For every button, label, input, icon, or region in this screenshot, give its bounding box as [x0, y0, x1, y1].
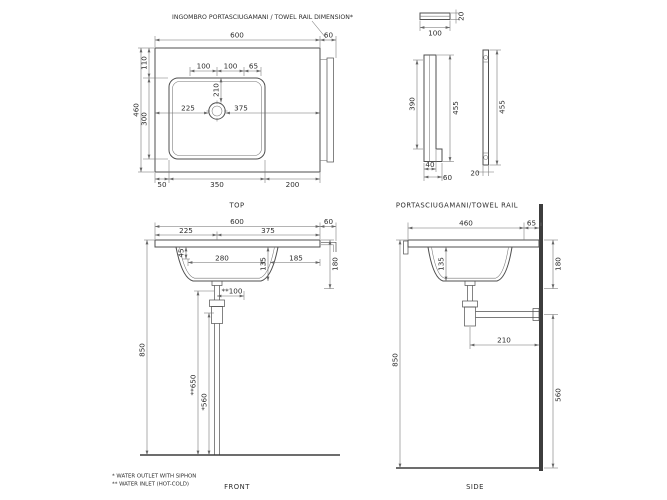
- front-trap-body: [211, 306, 223, 324]
- footnote-water-inlet: ** WATER INLET (HOT-COLD): [112, 482, 189, 488]
- towel-rail-view-label: PORTASCIUGAMANI/TOWEL RAIL: [396, 202, 518, 210]
- dim-top-basin-width: 350: [210, 180, 224, 189]
- dim-top-hole-right: 375: [234, 104, 248, 113]
- header-note: INGOMBRO PORTASCIUGAMANI / TOWEL RAIL DI…: [172, 14, 353, 21]
- dim-rail-height: 455: [498, 100, 507, 114]
- faucet-hole: [208, 102, 226, 120]
- dim-rail-width: 100: [428, 29, 442, 38]
- dim-top-back-edge: 110: [140, 56, 149, 70]
- dim-top-overall-depth: 460: [132, 103, 141, 117]
- front-drain-pipe: [214, 323, 220, 455]
- dim-top-hole-left: 225: [181, 104, 195, 113]
- dim-side-trap-to-wall: 210: [497, 336, 511, 345]
- front-drain-flange: [211, 280, 223, 286]
- side-wall-flange: [532, 308, 540, 321]
- dim-front-inlet-offset: **100: [222, 287, 243, 296]
- top-view-label: TOP: [228, 202, 244, 210]
- dim-front-drain-right: 375: [261, 226, 275, 235]
- side-trap-body: [464, 306, 476, 327]
- side-view: 460 65 135 180 210 850 560 SIDE: [391, 204, 563, 491]
- dim-front-drain-left: 225: [179, 226, 193, 235]
- rail-screw-bottom: [483, 155, 488, 160]
- dim-side-floor-height: 850: [391, 353, 400, 367]
- front-countertop: [154, 239, 321, 248]
- front-witness-lines: [144, 222, 337, 314]
- dim-side-overall-depth: 460: [459, 219, 473, 228]
- faucet-hole-inner: [211, 105, 223, 117]
- dim-front-side-height: 180: [331, 257, 340, 271]
- side-outlet-pipe: [475, 311, 539, 318]
- wall-section: [539, 204, 543, 471]
- side-rail-end: [403, 240, 409, 255]
- dim-front-inlet-height: **650: [189, 374, 198, 395]
- top-view: 600 60 460 110 300 50 350 200 100 100 65…: [132, 31, 337, 210]
- dim-front-bowl-depth: 135: [259, 257, 268, 271]
- top-view-dimension-lines: [139, 38, 336, 181]
- dim-bracket-height: 455: [451, 101, 460, 115]
- dim-front-overall-width: 600: [230, 217, 244, 226]
- basin-inner-rim: [172, 81, 262, 156]
- side-view-label: SIDE: [466, 483, 484, 491]
- front-trap-nut: [209, 299, 225, 307]
- dim-top-offset-right: 200: [286, 180, 300, 189]
- faucet-hole-crosshair: [206, 100, 228, 122]
- side-bowl-inner: [431, 246, 509, 279]
- rail-dimension-lines: [415, 26, 499, 179]
- dim-front-floor-height: 850: [138, 343, 147, 357]
- front-view: 600 60 225 375 45 280 135 185 180 **100 …: [138, 217, 340, 491]
- dim-top-hole-edge: 65: [249, 62, 258, 71]
- towel-rail-plan: [326, 57, 334, 163]
- dim-side-bowl-depth: 135: [437, 257, 446, 271]
- dim-top-hole-b: 100: [224, 62, 238, 71]
- rail-witness-lines: [413, 9, 501, 181]
- dim-top-offset-left: 50: [157, 180, 167, 189]
- dim-side-side-height: 180: [554, 257, 563, 271]
- rail-profile: [482, 49, 489, 166]
- rail-screw-top: [483, 55, 488, 60]
- towel-rail-plan-ticks: [320, 59, 327, 161]
- dim-bracket-inner: 390: [408, 97, 417, 111]
- dim-rail-thickness: 20: [457, 11, 466, 21]
- dim-front-bowl-to-edge: 185: [289, 254, 303, 263]
- towel-rail-view: 20 100 390 455 40 60 455 20 PORTASCIUGAM…: [396, 9, 518, 210]
- dim-foot-inner: 40: [425, 160, 435, 169]
- front-view-label: FRONT: [224, 483, 250, 491]
- front-rail-hook-inner: [321, 244, 334, 252]
- front-dimension-lines: [145, 225, 336, 455]
- dim-top-hole-a: 100: [197, 62, 211, 71]
- rail-bracket: [423, 54, 443, 162]
- dim-top-hole-back: 210: [212, 83, 221, 97]
- front-rail-hook: [321, 241, 337, 252]
- side-tailpipe: [467, 285, 473, 301]
- side-dimension-lines: [398, 226, 555, 468]
- dim-front-bowl-width: 280: [215, 254, 229, 263]
- dim-front-rail-depth: 60: [324, 217, 334, 226]
- dim-side-back-gap: 65: [527, 219, 536, 228]
- front-tailpipe: [214, 285, 220, 300]
- rail-profile-ticks: [483, 61, 489, 154]
- footnote-water-outlet: * WATER OUTLET WITH SIPHON: [112, 474, 196, 480]
- basin-outline: [168, 77, 266, 160]
- dim-top-basin-depth: 300: [140, 112, 149, 126]
- side-countertop: [407, 239, 540, 248]
- dim-rail-profile: 20: [470, 169, 480, 178]
- side-trap-nut: [462, 300, 478, 308]
- dim-front-rim-height: 45: [177, 248, 186, 257]
- dim-foot-depth: 60: [443, 173, 453, 182]
- countertop-outline: [154, 47, 321, 173]
- dim-front-outlet-height: *560: [200, 393, 209, 411]
- side-drain-flange: [464, 280, 476, 286]
- dim-top-rail-depth: 60: [324, 31, 334, 40]
- dim-top-overall-width: 600: [230, 31, 244, 40]
- dim-side-outlet-height: 560: [554, 388, 563, 402]
- header-leader-line: [311, 20, 327, 39]
